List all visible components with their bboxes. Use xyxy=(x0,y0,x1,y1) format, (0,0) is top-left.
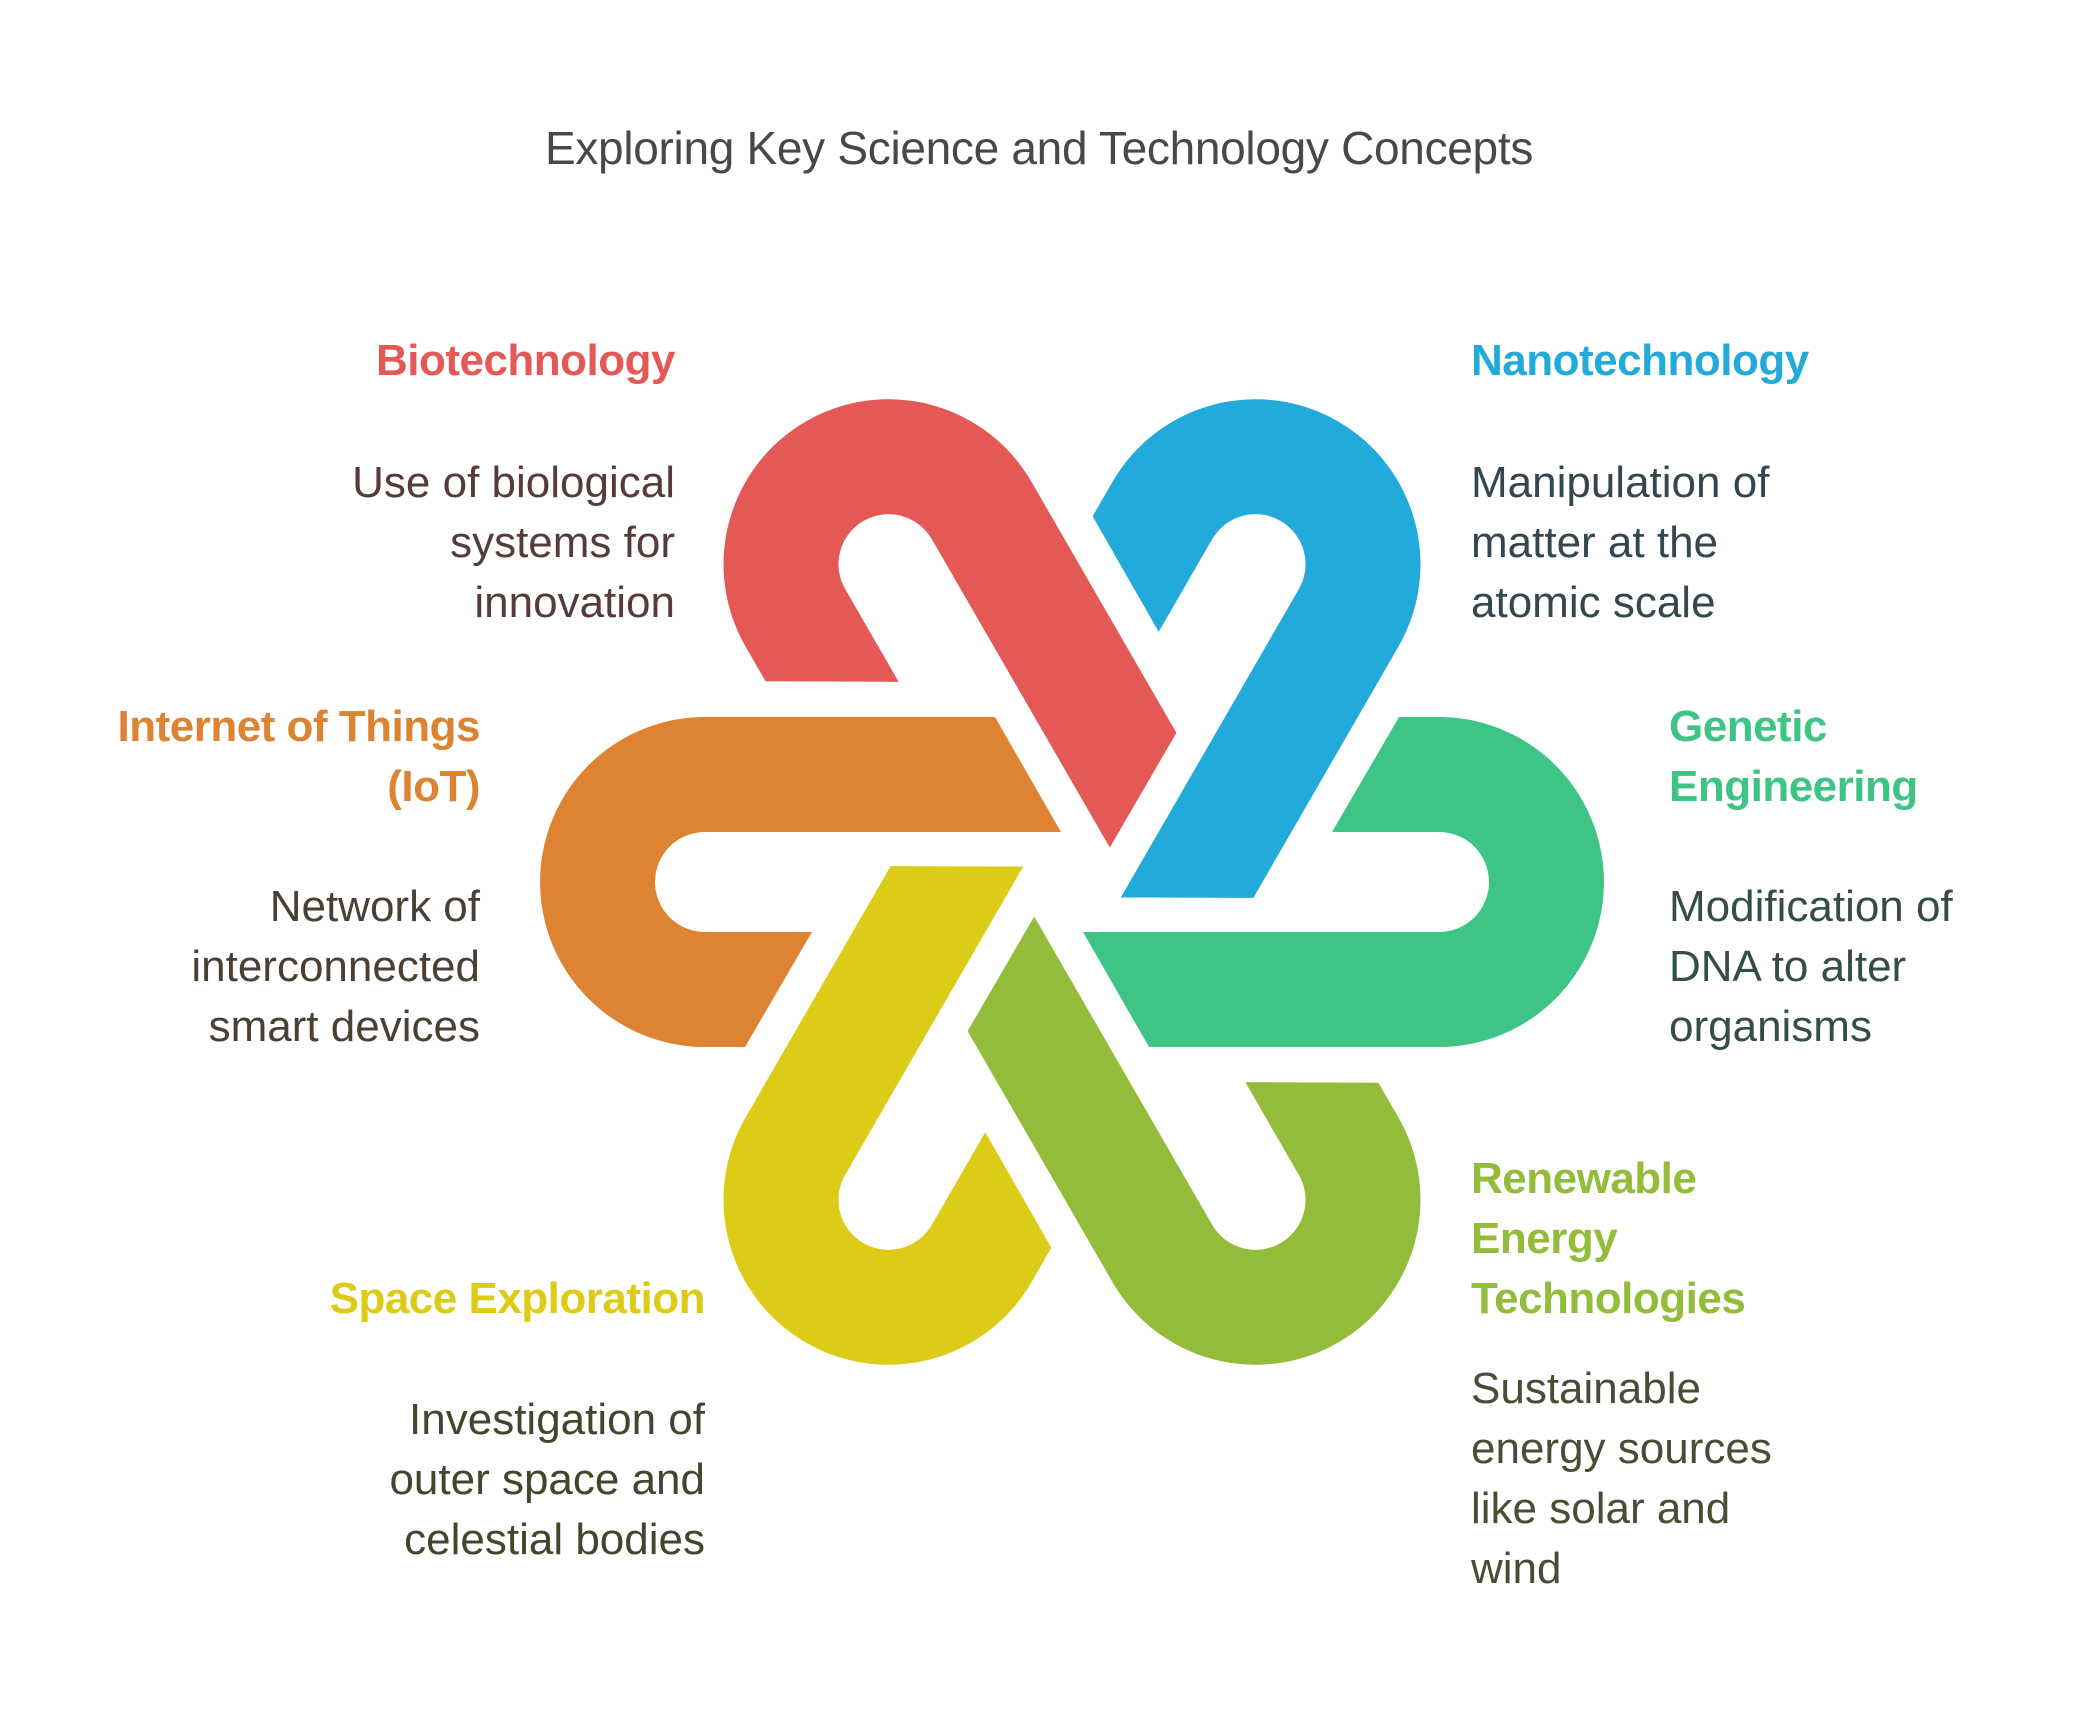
concept-genetic-engineering: Genetic Engineering Modification of DNA … xyxy=(1669,697,2078,1057)
concept-space-exploration: Space Exploration Investigation of outer… xyxy=(105,1269,706,1570)
concept-biotechnology: Biotechnology Use of biological systems … xyxy=(75,331,675,633)
concept-internet-of-things: Internet of Things (IoT) Network of inte… xyxy=(20,697,480,1057)
concept-heading: Renewable Energy Technologies xyxy=(1471,1154,1746,1323)
concept-heading: Space Exploration xyxy=(329,1274,706,1323)
concept-description: Use of biological systems for innovation xyxy=(352,458,675,627)
concept-renewable-energy: Renewable Energy Technologies Sustainabl… xyxy=(1471,1149,2031,1599)
concept-heading: Nanotechnology xyxy=(1471,336,1809,385)
diagram-title: Exploring Key Science and Technology Con… xyxy=(544,122,1534,174)
concept-description: Manipulation of matter at the atomic sca… xyxy=(1471,458,1770,627)
concept-description: Network of interconnected smart devices xyxy=(191,882,480,1051)
concept-heading: Biotechnology xyxy=(375,336,676,385)
band-biotechnology xyxy=(663,338,1210,955)
concept-heading: Internet of Things (IoT) xyxy=(117,702,480,811)
concept-description: Investigation of outer space and celesti… xyxy=(389,1395,705,1564)
concept-nanotechnology: Nanotechnology Manipulation of matter at… xyxy=(1471,331,2031,633)
band-renewable-energy xyxy=(934,809,1481,1426)
concept-heading: Genetic Engineering xyxy=(1669,702,1918,811)
concept-description: Modification of DNA to alter organisms xyxy=(1669,882,1953,1051)
concept-description: Sustainable energy sources like solar an… xyxy=(1471,1364,1772,1593)
